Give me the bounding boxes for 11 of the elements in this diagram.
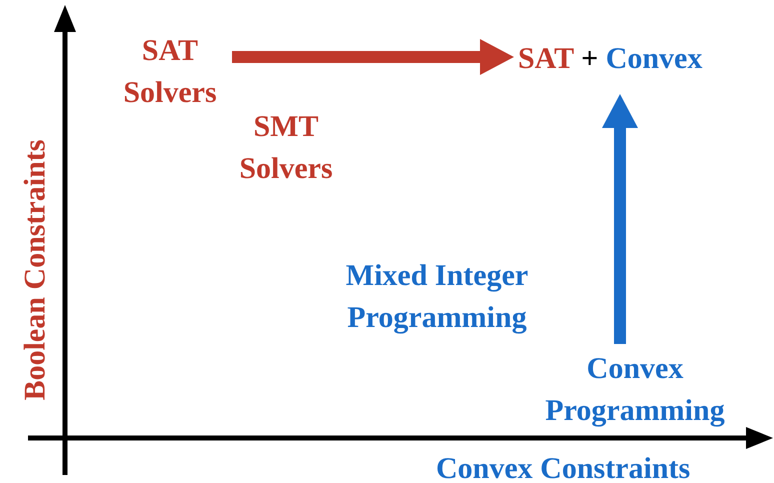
axis-label: Boolean Constraints: [18, 140, 52, 400]
arrow: [602, 94, 638, 344]
node-label: SMT Solvers: [238, 109, 334, 187]
axis-label: Convex Constraints: [436, 452, 690, 483]
node-label: SAT Solvers: [122, 33, 218, 111]
node-label: Convex: [606, 42, 702, 75]
node-label: SAT: [518, 42, 574, 75]
node-label: Convex Programming: [544, 351, 726, 429]
node-label: +: [581, 42, 598, 75]
node-label: Mixed Integer Programming: [344, 258, 530, 336]
arrow: [232, 39, 514, 75]
